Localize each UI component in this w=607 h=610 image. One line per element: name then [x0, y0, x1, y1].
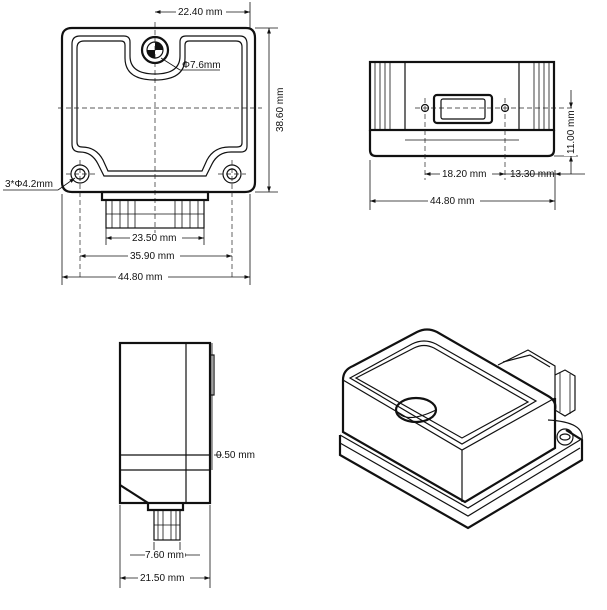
- dim-total-width-front: 44.80 mm: [118, 272, 162, 283]
- dim-top-center-width: 22.40 mm: [178, 7, 222, 18]
- dim-pin-width: 7.60 mm: [145, 550, 184, 561]
- dimension-labels: 22.40 mm Φ7.6mm 38.60 mm 3*Φ4.2mm 23.50 …: [5, 6, 577, 585]
- dim-total-width-side: 44.80 mm: [430, 196, 474, 207]
- dim-hole-spacing: 35.90 mm: [130, 251, 174, 262]
- dim-depth: 21.50 mm: [140, 573, 184, 584]
- dim-hole-diameter: Φ7.6mm: [182, 60, 221, 71]
- isometric-view: [338, 328, 584, 530]
- dim-side-offset: 13.30 mm: [510, 169, 554, 180]
- dim-ledge: 0.50 mm: [216, 450, 255, 461]
- side-view: [368, 60, 585, 210]
- profile-view: [118, 341, 222, 588]
- dim-side-height: 11.00 mm: [566, 110, 577, 154]
- dim-height: 38.60 mm: [275, 88, 286, 132]
- dim-mount-holes: 3*Φ4.2mm: [5, 179, 53, 190]
- dim-connector-width: 23.50 mm: [132, 233, 176, 244]
- dim-side-hole-spacing: 18.20 mm: [442, 169, 486, 180]
